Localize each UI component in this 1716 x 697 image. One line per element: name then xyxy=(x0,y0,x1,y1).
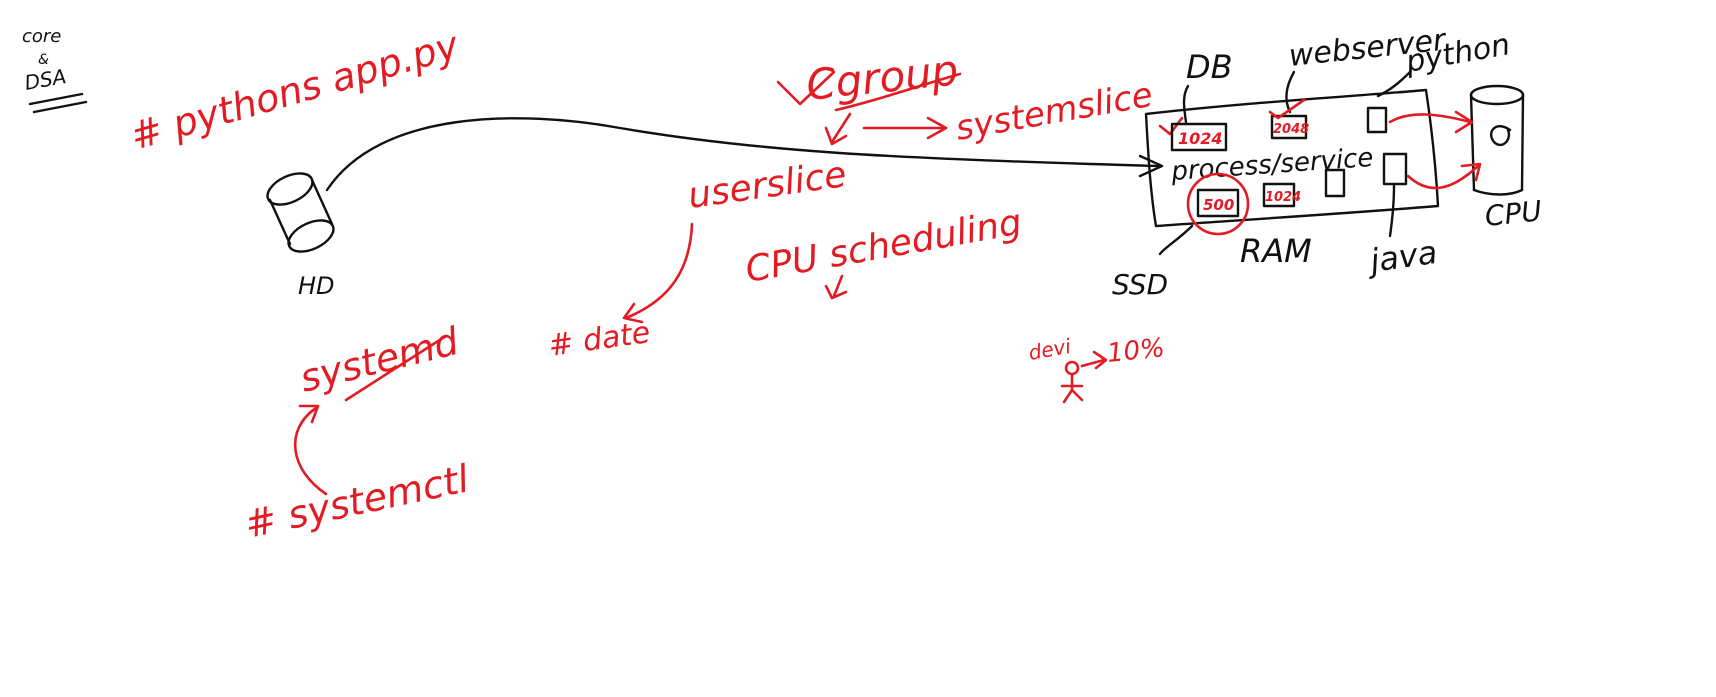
java-memory-slot xyxy=(1382,152,1408,186)
db-label: DB xyxy=(1186,48,1233,86)
hash-date-label: # date xyxy=(546,315,652,364)
hard-disk-icon xyxy=(266,172,335,253)
ssd-label: SSD xyxy=(1112,268,1168,301)
cgroup-to-userslice-arrowhead xyxy=(824,126,848,146)
devi-arrow xyxy=(1080,358,1106,368)
core-label: core xyxy=(22,26,61,47)
ssd-highlight-circle xyxy=(1186,172,1250,236)
ram-memory-slot xyxy=(1262,182,1296,208)
java-label: java xyxy=(1364,233,1440,281)
cpu-scheduling-down-arrow xyxy=(832,274,844,298)
webserver-memory-slot xyxy=(1270,114,1308,140)
cgroup-checkmark xyxy=(776,70,836,106)
hd-label: HD xyxy=(298,272,335,300)
dsa-underline-2 xyxy=(32,100,88,114)
cpu-scheduling-label: CPU scheduling xyxy=(742,202,1024,291)
python-memory-slot xyxy=(1366,106,1388,134)
cgroup-label: Cgroup xyxy=(804,45,961,110)
ram-label: RAM xyxy=(1240,232,1312,270)
systemctl-to-systemd-arrow xyxy=(293,406,328,496)
java-to-cpu-arrowhead xyxy=(1460,162,1482,182)
devi-label: devi xyxy=(1027,334,1073,365)
db-memory-value: 1024 xyxy=(1178,129,1223,148)
cgroup-to-userslice-arrow xyxy=(830,112,852,144)
ssd-memory-value: 500 xyxy=(1203,196,1234,214)
dsa-underline-1 xyxy=(28,92,84,106)
systemctl-label: # systemctl xyxy=(241,456,473,546)
systemslice-label: systemslice xyxy=(953,75,1156,149)
ram-memory-value: 1024 xyxy=(1265,190,1301,205)
java-to-cpu-arrow xyxy=(1406,164,1480,190)
hd-to-server-arrow xyxy=(325,117,1162,192)
webserver-memory-value: 2048 xyxy=(1273,122,1309,137)
userslice-to-date-arrow xyxy=(624,222,694,320)
ssd-memory-slot xyxy=(1196,188,1240,218)
systemd-underline xyxy=(344,334,448,402)
cpu-label: CPU xyxy=(1483,194,1543,233)
hd-to-server-arrowhead xyxy=(1138,154,1164,178)
python-to-cpu-arrowhead xyxy=(1454,110,1474,134)
server-box xyxy=(1144,88,1440,228)
python-to-cpu-arrow xyxy=(1388,113,1472,124)
and-label: & xyxy=(38,52,49,68)
dsa-label: DSA xyxy=(23,64,68,95)
webserver-checkmark xyxy=(1268,98,1306,120)
systemctl-to-systemd-arrowhead xyxy=(298,404,320,424)
java-pointer xyxy=(1388,184,1396,238)
cpu-scheduling-down-arrowhead xyxy=(824,284,848,300)
ssd-pointer xyxy=(1158,224,1194,256)
webserver-pointer xyxy=(1285,70,1296,114)
devi-percent-label: 10% xyxy=(1106,333,1167,369)
python-app-note: # pythons app.py xyxy=(125,23,463,159)
person-icon xyxy=(1060,360,1084,404)
userslice-to-date-arrowhead xyxy=(622,302,644,324)
db-memory-slot xyxy=(1170,122,1228,152)
cgroup-to-systemslice-arrowhead xyxy=(926,116,948,140)
python-pointer xyxy=(1376,70,1412,98)
db-pointer xyxy=(1182,84,1190,124)
devi-arrowhead xyxy=(1092,350,1108,370)
cgroup-underline xyxy=(834,72,962,112)
cpu-icon xyxy=(1469,84,1525,196)
core-dsa-note: core & DSA xyxy=(22,26,88,114)
slot-empty xyxy=(1324,168,1346,198)
userslice-label: userslice xyxy=(686,154,849,217)
systemd-label: systemd xyxy=(296,319,464,401)
